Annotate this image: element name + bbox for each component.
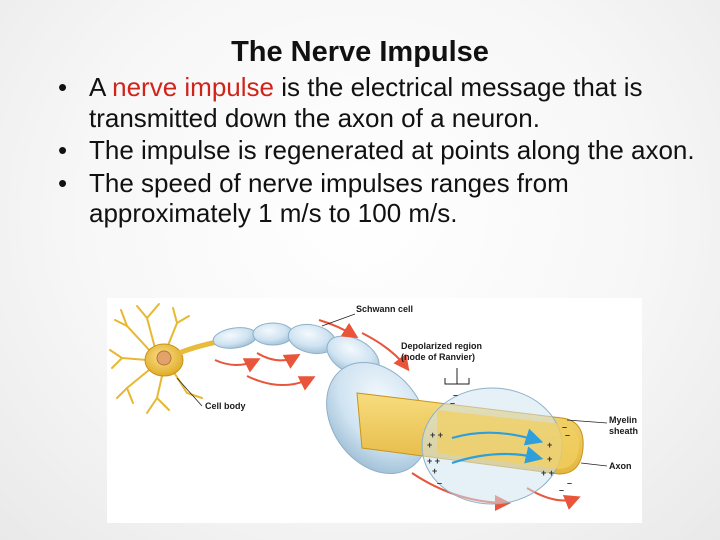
svg-text:–: – [565, 430, 570, 440]
slide-title: The Nerve Impulse [231, 36, 489, 68]
label-schwann-cell: Schwann cell [356, 304, 413, 314]
axon-hillock [178, 339, 218, 356]
bullet-text: The impulse is regenerated at points alo… [89, 135, 695, 165]
svg-text:+ +: + + [427, 456, 440, 466]
svg-text:+: + [547, 454, 552, 464]
label-cell-body: Cell body [205, 401, 246, 411]
bullet-text-prefix: A [89, 72, 113, 102]
axon-visible [437, 410, 580, 469]
leader-lines [176, 313, 608, 467]
svg-text:+: + [427, 440, 432, 450]
bullet-list: • A nerve impulse is the electrical mess… [58, 72, 698, 231]
highlighted-term: nerve impulse [112, 72, 274, 102]
internal-current-arrows [451, 428, 544, 465]
bullet-item-definition: • A nerve impulse is the electrical mess… [58, 72, 698, 133]
bullet-marker: • [58, 167, 68, 198]
svg-text:+: + [547, 440, 552, 450]
bullet-text-suffix: is the electrical message that is transm… [89, 72, 643, 133]
label-myelin: Myelin [609, 415, 637, 425]
label-depolarized-region: Depolarized region [401, 341, 482, 351]
bullet-marker: • [58, 72, 68, 102]
node-bracket [444, 368, 470, 385]
svg-text:–: – [559, 485, 564, 495]
bullet-text: The speed of nerve impulses ranges from … [89, 167, 569, 229]
svg-text:+: + [432, 466, 437, 476]
svg-text:–: – [453, 390, 458, 400]
svg-text:–: – [562, 422, 567, 432]
svg-text:+ +: + + [541, 468, 554, 478]
label-sheath: sheath [609, 426, 638, 436]
bullet-item-regeneration: • The impulse is regenerated at points a… [58, 135, 698, 166]
bullet-item-speed: • The speed of nerve impulses ranges fro… [58, 168, 698, 229]
label-node-of-ranvier: (node of Ranvier) [401, 352, 475, 362]
neuron-illustration: + + + + + + + + + + – – – – – – – [109, 303, 638, 511]
nerve-impulse-diagram: + + + + + + + + + + – – – – – – – [107, 298, 642, 523]
svg-text:–: – [567, 478, 572, 488]
svg-text:+ +: + + [430, 430, 443, 440]
charge-signs: + + + + + + + + + + – – – – – – – [427, 390, 572, 495]
svg-text:–: – [437, 478, 442, 488]
label-axon: Axon [609, 461, 632, 471]
myelin-segments [212, 322, 380, 377]
svg-text:–: – [450, 398, 455, 408]
bullet-marker: • [58, 135, 68, 165]
cell-body-icon [109, 303, 203, 414]
